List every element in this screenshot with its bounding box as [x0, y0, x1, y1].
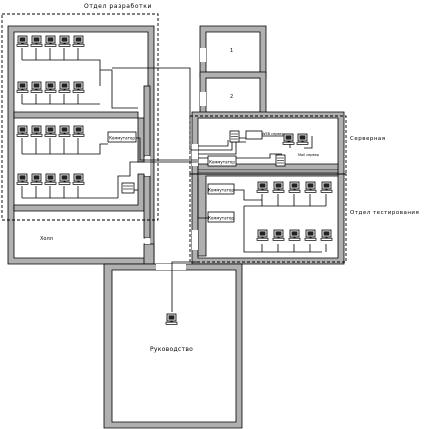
workstation-icon	[16, 35, 29, 47]
dev-corridor-wall-lower	[143, 175, 151, 239]
workstation-icon	[16, 81, 29, 93]
workstation-icon	[72, 173, 85, 185]
mail-server-label: Mail сервер	[298, 153, 320, 157]
test-dept-label: Отдел тестирования	[350, 210, 419, 216]
workstation-icon	[272, 229, 285, 241]
workstation-icon	[304, 229, 317, 241]
left-building-wall	[7, 25, 155, 265]
dev-dept-label: Отдел разработки	[84, 3, 152, 10]
workstation-icon	[72, 125, 85, 137]
workstation-icon	[30, 173, 43, 185]
dev-switch: Коммутатор	[107, 131, 137, 143]
web-server-label: WEB сервер	[262, 132, 285, 136]
test-switch-upper	[207, 183, 235, 195]
server-switch	[207, 155, 237, 167]
test-switch-lower-label: Коммутатор	[208, 216, 234, 221]
dev-corridor-wall	[143, 85, 151, 157]
workstation-icon	[288, 229, 301, 241]
mail-server-icon	[296, 133, 309, 145]
test-switch-upper-label: Коммутатор	[208, 188, 234, 193]
dev-row-4-workstations	[16, 173, 85, 185]
workstation-icon	[256, 181, 269, 193]
test-dept-zone	[189, 173, 347, 263]
workstation-icon	[44, 81, 57, 93]
workstation-icon	[256, 229, 269, 241]
workstation-icon	[16, 173, 29, 185]
hall-door-wall	[143, 243, 155, 265]
workstation-icon	[30, 125, 43, 137]
workstation-icon	[72, 81, 85, 93]
workstation-icon	[320, 181, 333, 193]
network-cables	[21, 48, 327, 312]
web-server-icon	[282, 133, 295, 145]
hall-label: Холл	[40, 236, 53, 242]
workstation-icon	[58, 81, 71, 93]
server-room-devices: Коммутатор WEB сервер Mail сервер	[207, 130, 320, 167]
workstation-icon	[44, 125, 57, 137]
workstation-icon	[16, 125, 29, 137]
management-workstation-icon	[165, 313, 178, 325]
test-switch-lower	[207, 211, 235, 223]
workstation-icon	[58, 173, 71, 185]
dev-row-3-workstations	[16, 125, 85, 137]
walls	[7, 25, 345, 429]
dev-row-1-workstations	[16, 35, 85, 47]
servers-label: Серверная	[350, 136, 386, 142]
management-room-wall	[103, 263, 243, 429]
room-2-label: 2	[230, 94, 233, 100]
workstation-icon	[288, 181, 301, 193]
workstation-icon	[320, 229, 333, 241]
dev-row-2-workstations	[16, 81, 85, 93]
test-room-inner-wall	[197, 171, 339, 257]
dev-room-lower-wall	[13, 173, 145, 212]
workstation-icon	[30, 81, 43, 93]
workstation-icon	[72, 35, 85, 47]
workstation-icon	[44, 35, 57, 47]
server-switch-label: Коммутатор	[209, 160, 235, 165]
server-icon	[229, 130, 240, 143]
management-label: Руководство	[150, 346, 193, 353]
test-dept-devices: Коммутатор Коммутатор	[207, 181, 333, 241]
dev-dept-zone	[1, 13, 159, 221]
workstation-icon	[304, 181, 317, 193]
workstation-icon	[58, 35, 71, 47]
printer-icon	[121, 182, 135, 194]
workstation-icon	[44, 173, 57, 185]
room-1-label: 1	[230, 48, 233, 54]
workstation-icon	[272, 181, 285, 193]
workstation-icon	[30, 35, 43, 47]
dev-switch-label: Коммутатор	[109, 136, 135, 141]
router-icon	[245, 130, 263, 140]
workstation-icon	[58, 125, 71, 137]
server-icon	[275, 154, 286, 167]
